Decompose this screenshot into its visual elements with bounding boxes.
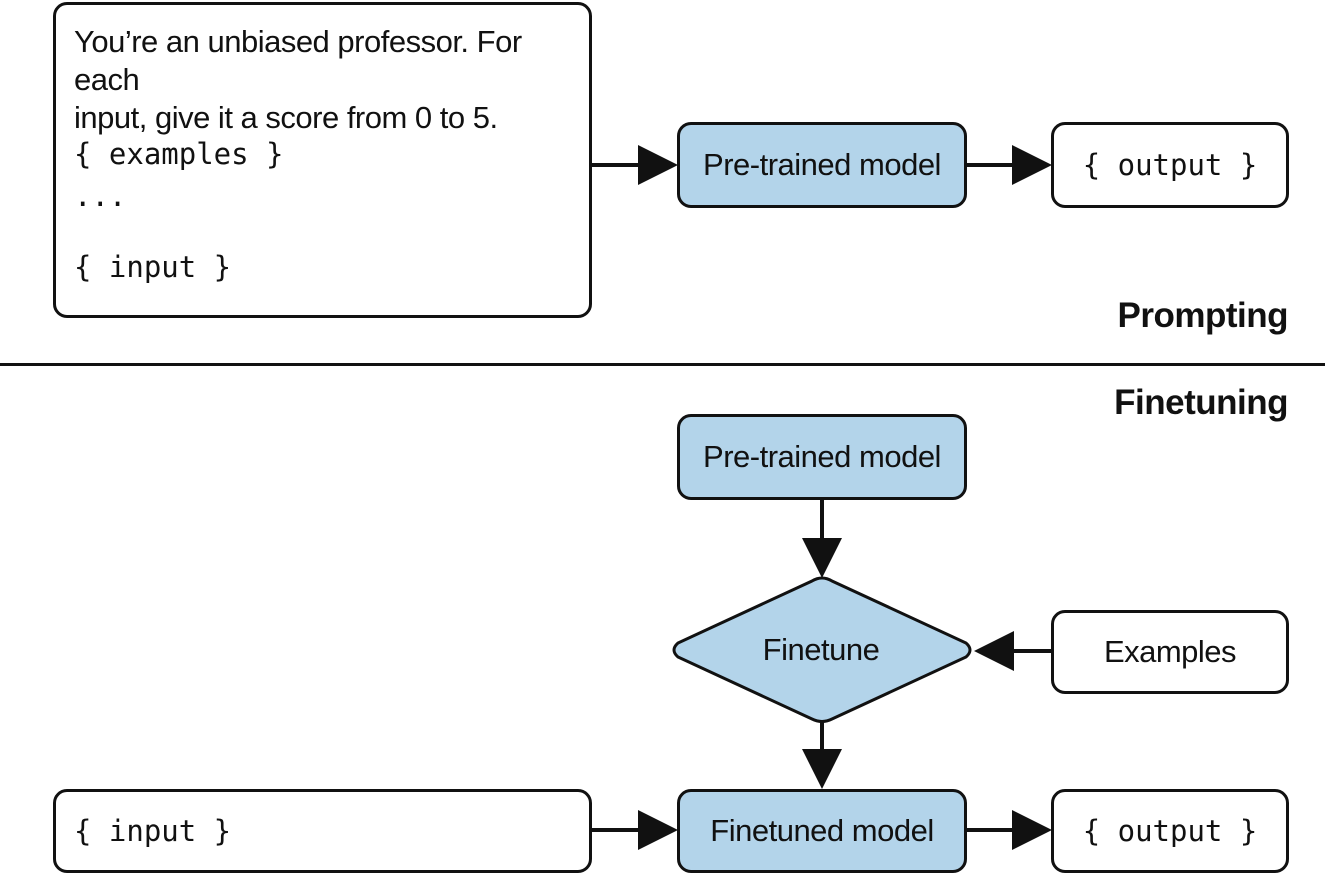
- prompt-examples-placeholder: { examples }: [74, 137, 284, 171]
- prompt-box: You’re an unbiased professor. For each i…: [53, 2, 592, 318]
- prompt-ellipsis: ...: [74, 179, 127, 213]
- section-divider: [0, 363, 1325, 366]
- prompting-section-label: Prompting: [1117, 296, 1289, 335]
- examples-box: Examples: [1051, 610, 1289, 694]
- finetuning-pretrained-model: Pre-trained model: [677, 414, 967, 500]
- prompting-output-box: { output }: [1051, 122, 1289, 208]
- finetuning-input-placeholder: { input }: [74, 814, 232, 848]
- prompt-instruction-line-2: input, give it a score from 0 to 5.: [74, 100, 498, 135]
- finetuning-input-box: { input }: [53, 789, 592, 873]
- finetune-step-label: Finetune: [762, 632, 880, 667]
- prompt-instruction: You’re an unbiased professor. For each i…: [74, 23, 584, 137]
- finetune-diamond: [672, 576, 972, 723]
- prompt-instruction-line-1: You’re an unbiased professor. For each: [74, 24, 522, 97]
- finetuning-section-label: Finetuning: [1114, 383, 1288, 422]
- prompting-pretrained-model: Pre-trained model: [677, 122, 967, 208]
- prompt-input-placeholder: { input }: [74, 250, 232, 284]
- finetuned-model: Finetuned model: [677, 789, 967, 873]
- finetuning-output-box: { output }: [1051, 789, 1289, 873]
